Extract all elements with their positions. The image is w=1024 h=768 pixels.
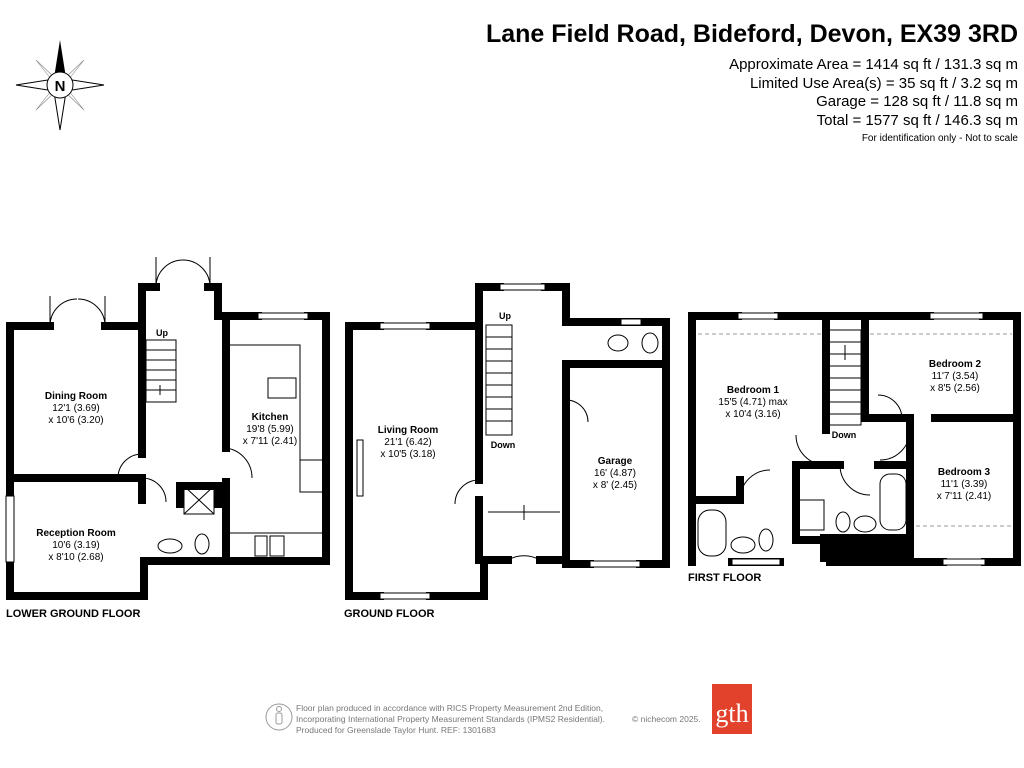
disclaimer-line: Floor plan produced in accordance with R… [296,703,604,713]
sink-icon [269,535,285,557]
hob-icon [267,377,297,399]
room-dimension: x 8'5 (2.56) [930,383,980,394]
room-name: Dining Room [45,391,107,402]
toilet [194,533,210,555]
compass-north-label: N [55,78,66,95]
window [929,312,984,320]
room-dimension: x 10'5 (3.18) [380,449,435,460]
window [731,558,781,566]
total-area: Total = 1577 sq ft / 146.3 sq m [816,111,1018,129]
garage-area: Garage = 128 sq ft / 11.8 sq m [816,93,1018,110]
door-swing [454,399,589,561]
room-name: Reception Room [36,528,116,539]
room-name: Kitchen [252,412,289,423]
property-address-title: Lane Field Road, Bideford, Devon, EX39 3… [485,20,1018,48]
shower-tray [183,485,215,515]
fireplace [356,439,364,497]
room-dimension: 11'1 (3.39) [941,479,988,490]
scale-note: For identification only - Not to scale [861,133,1018,144]
floor-label: LOWER GROUND FLOOR [6,608,140,620]
room-dimension: 15'5 (4.71) max [718,397,787,408]
room-dimension: x 8' (2.45) [593,480,637,491]
basin [607,334,629,352]
window [499,283,546,291]
person-info-icon [265,703,293,731]
toilet [758,528,774,552]
gth-logo: gth [712,684,752,734]
limited-use-area-line [698,333,1012,527]
staircase [145,339,177,403]
window [257,312,309,320]
room-dimension: x 7'11 (2.41) [243,436,298,447]
footer-disclaimer: Floor plan produced in accordance with R… [296,703,605,736]
room-name: Bedroom 2 [929,359,982,370]
disclaimer-line: Incorporating International Property Mea… [296,714,605,724]
window [942,558,986,566]
void [820,534,910,562]
window [379,592,431,600]
staircase [828,329,862,426]
stairs-down-label: Down [491,440,516,450]
room-name: Garage [598,456,633,467]
bath [697,509,727,557]
room-dimension: 12'1 (3.69) [52,403,100,414]
window [737,312,779,320]
room-dimension: 19'8 (5.99) [246,424,294,435]
garage-door [589,560,641,568]
window [5,495,15,563]
room-dimension: x 7'11 (2.41) [937,491,992,502]
french-doors [155,257,211,288]
floor-label: FIRST FLOOR [688,572,761,584]
basin [157,538,183,554]
staircase [485,324,513,436]
area-summary: Approximate Area = 1414 sq ft / 131.3 sq… [729,56,1018,130]
room-name: Bedroom 3 [938,467,991,478]
disclaimer-line: Produced for Greenslade Taylor Hunt. REF… [296,725,496,735]
limited-use-area: Limited Use Area(s) = 35 sq ft / 3.2 sq … [749,74,1018,92]
kitchen-worktop [228,344,322,534]
room-dimension: 10'6 (3.19) [52,540,100,551]
oven-icon [254,535,268,557]
french-doors [49,296,106,327]
room-dimension: 11'7 (3.54) [932,371,979,382]
room-name: Living Room [378,425,439,436]
toilet [641,332,659,354]
approximate-area: Approximate Area = 1414 sq ft / 131.3 sq… [729,56,1018,73]
ground-floor-plan: Up Down Living Room 21'1 (6.42) x 10'5 (… [344,283,670,620]
room-dimension: x 10'6 (3.20) [48,415,103,426]
compass-rose-icon: N [15,40,105,131]
toilet [835,511,851,533]
bath [879,473,907,531]
lower-ground-floor-plan: Up Dining Room 12'1 (3.69) x 10'6 (3.20)… [5,257,330,620]
copyright: © nichecom 2025. [632,714,701,724]
room-dimension: x 8'10 (2.68) [48,552,103,563]
window [379,322,431,330]
first-floor-plan: Down Bedroom 1 15'5 (4.71) max x 10'4 (3… [688,312,1021,584]
stairs-up-label: Up [156,328,168,338]
floor-label: GROUND FLOOR [344,608,434,620]
shower-tray [797,499,825,531]
window [620,318,642,326]
room-dimension: 16' (4.87) [594,468,636,479]
stairs-up-label: Up [499,311,511,321]
door-swing [117,447,253,503]
room-dimension: 21'1 (6.42) [384,437,432,448]
room-name: Bedroom 1 [727,385,780,396]
basin [730,536,756,554]
stairs-down-label: Down [832,430,857,440]
basin [853,515,877,533]
room-dimension: x 10'4 (3.16) [725,409,780,420]
door-swing [739,394,911,501]
